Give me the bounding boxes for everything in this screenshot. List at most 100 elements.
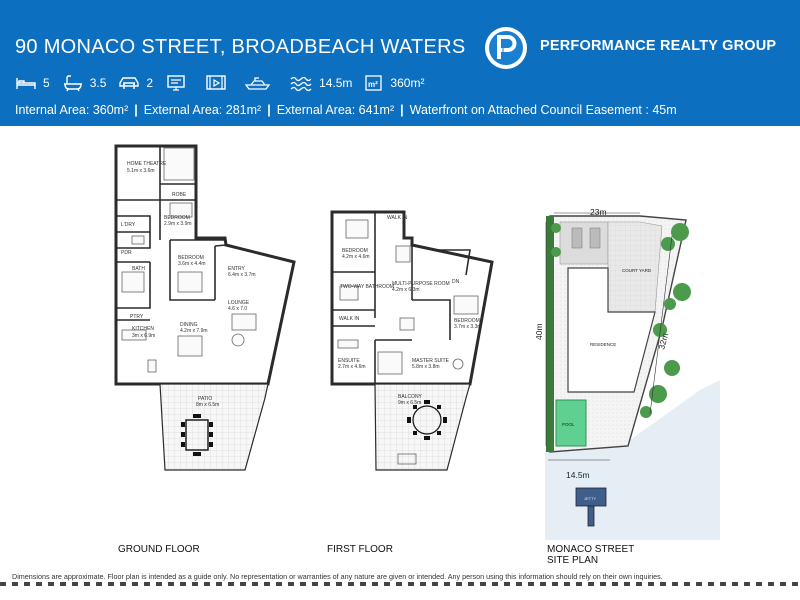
room-patio-size: 8m x 6.5m	[196, 402, 219, 408]
water-frontage-icon	[290, 76, 312, 92]
room-balcony-size: 9m x 6.5m	[398, 400, 421, 406]
room-multi-purpose: MULTI-PURPOSE ROOM	[392, 281, 450, 287]
internal-area: Internal Area: 360m²	[15, 103, 129, 117]
ground-floor-room-labels: HOME THEATRE 5.1m x 3.6m ROBE BEDROOM 2.…	[121, 161, 256, 408]
feature-media	[205, 74, 233, 92]
site-court-yard-label: COURT YARD	[622, 268, 652, 273]
garden-strip	[546, 216, 554, 452]
feature-cars: 2	[118, 74, 153, 92]
feature-boat	[245, 74, 277, 92]
site-jetty-label: JETTY	[584, 496, 597, 501]
car-icon	[589, 227, 601, 249]
room-patio: PATIO	[198, 396, 212, 402]
area-summary: Internal Area: 360m² | External Area: 28…	[15, 103, 683, 117]
site-plan-title-line2: SITE PLAN	[547, 555, 598, 566]
site-residence-label: RESIDENCE	[590, 342, 616, 347]
room-master-suite: MASTER SUITE	[412, 358, 450, 364]
room-bedroom-2: BEDROOM	[178, 255, 204, 261]
room-laundry: L'DRY	[121, 222, 136, 228]
pool	[555, 399, 587, 447]
site-plan-title-line1: MONACO STREET	[547, 544, 634, 555]
room-bedroom-2-size: 3.6m x 4.4m	[178, 261, 206, 267]
room-two-way-bathroom: TWO-WAY BATHROOM	[340, 284, 394, 290]
room-dining: DINING	[180, 322, 198, 328]
water-frontage-value: 14.5m	[319, 76, 353, 90]
first-floor-interior-walls	[332, 212, 471, 384]
feature-bedrooms: 5	[15, 74, 50, 92]
separator: |	[267, 103, 271, 117]
room-bedroom-1-size: 2.9m x 3.9m	[164, 221, 192, 227]
site-right-dimension: 32m	[656, 332, 670, 351]
first-floor-balcony	[374, 383, 471, 471]
room-entry-size: 6.4m x 3.7m	[228, 272, 256, 278]
brand-logo-icon	[485, 27, 527, 69]
bedrooms-value: 5	[43, 76, 50, 90]
room-ensuite-size: 2.7m x 4.6m	[338, 364, 366, 370]
room-bedroom-4-size: 3.7m x 3.3m	[454, 324, 482, 330]
disclaimer-text: Dimensions are approximate. Floor plan i…	[12, 572, 663, 581]
bath-icon	[63, 75, 82, 92]
first-floor-furniture	[337, 219, 479, 375]
room-walk-in-2: WALK IN	[339, 316, 360, 322]
room-bath: BATH	[132, 266, 145, 272]
car-icon	[119, 77, 140, 89]
room-balcony: BALCONY	[398, 394, 423, 400]
driveway	[559, 221, 609, 265]
boat-icon	[245, 77, 271, 90]
land-area-icon: m²	[365, 75, 383, 91]
room-multi-purpose-size: 4.2m x 6.3m	[392, 287, 420, 293]
room-kitchen-size: 3m x 6.9m	[132, 333, 155, 339]
floor-plans-area: HOME THEATRE 5.1m x 3.6m ROBE BEDROOM 2.…	[114, 144, 720, 566]
room-lounge-size: 4.6 x 7.0	[228, 306, 247, 312]
footer-dashed-rule	[0, 582, 800, 586]
property-address-title: 90 MONACO STREET, BROADBEACH WATERS	[15, 36, 466, 58]
patio-table	[181, 414, 213, 456]
site-top-dimension: 23m	[590, 207, 607, 217]
first-floor-plan: WALK IN BEDROOM 4.2m x 4.6m TWO-WAY BATH…	[330, 210, 494, 471]
header-banner: 90 MONACO STREET, BROADBEACH WATERS PERF…	[0, 0, 800, 126]
land-area-value: 360m²	[390, 76, 425, 90]
site-trees	[551, 223, 691, 418]
plan-titles: GROUND FLOOR FIRST FLOOR MONACO STREET S…	[118, 544, 634, 566]
room-ensuite: ENSUITE	[338, 358, 360, 364]
bathrooms-value: 3.5	[89, 76, 107, 90]
cars-value: 2	[146, 76, 154, 90]
stairs-down-label: DN	[452, 279, 460, 285]
room-pantry: PTRY	[130, 314, 144, 320]
ground-floor-title: GROUND FLOOR	[118, 544, 200, 555]
separator: |	[134, 103, 138, 117]
site-pool-label: POOL	[562, 422, 575, 427]
site-left-dimension: 40m	[534, 323, 544, 340]
media-room-icon	[206, 75, 226, 90]
court-yard-area	[607, 221, 663, 313]
external-area-2: External Area: 641m²	[276, 103, 395, 117]
site-water-dimension: 14.5m	[566, 470, 590, 480]
ground-floor-interior-walls	[116, 146, 227, 321]
room-master-suite-size: 5.8m x 3.8m	[412, 364, 440, 370]
room-bedroom-3: BEDROOM	[342, 248, 368, 254]
room-kitchen: KITCHEN	[132, 326, 154, 332]
car-icon	[571, 227, 583, 249]
external-area-1: External Area: 281m²	[143, 103, 262, 117]
brand-name: PERFORMANCE REALTY GROUP	[540, 38, 777, 54]
waterfront-easement: Waterfront on Attached Council Easement …	[409, 103, 677, 117]
balcony-round-table	[397, 400, 447, 465]
room-lounge: LOUNGE	[228, 300, 250, 306]
room-dining-size: 4.2m x 7.9m	[180, 328, 208, 334]
room-bedroom-1: BEDROOM	[164, 215, 190, 221]
room-bedroom-4: BEDROOM	[454, 318, 480, 324]
room-robe: ROBE	[172, 192, 187, 198]
site-plan-labels: 23m 40m 32m 14.5m COURT YARD RESIDENCE P…	[534, 207, 670, 501]
separator: |	[400, 103, 404, 117]
site-dimension-lines	[545, 212, 673, 461]
feature-study	[165, 74, 193, 92]
site-plan: 23m 40m 32m 14.5m COURT YARD RESIDENCE P…	[534, 207, 720, 540]
ground-floor-patio	[159, 383, 269, 471]
bed-icon	[16, 78, 36, 89]
ground-floor-plan: HOME THEATRE 5.1m x 3.6m ROBE BEDROOM 2.…	[114, 144, 296, 471]
first-floor-room-labels: WALK IN BEDROOM 4.2m x 4.6m TWO-WAY BATH…	[338, 215, 482, 406]
room-walk-in-1: WALK IN	[387, 215, 408, 221]
ground-floor-furniture	[121, 147, 257, 373]
jetty-walkway	[587, 505, 595, 527]
first-floor-title: FIRST FLOOR	[327, 544, 393, 555]
